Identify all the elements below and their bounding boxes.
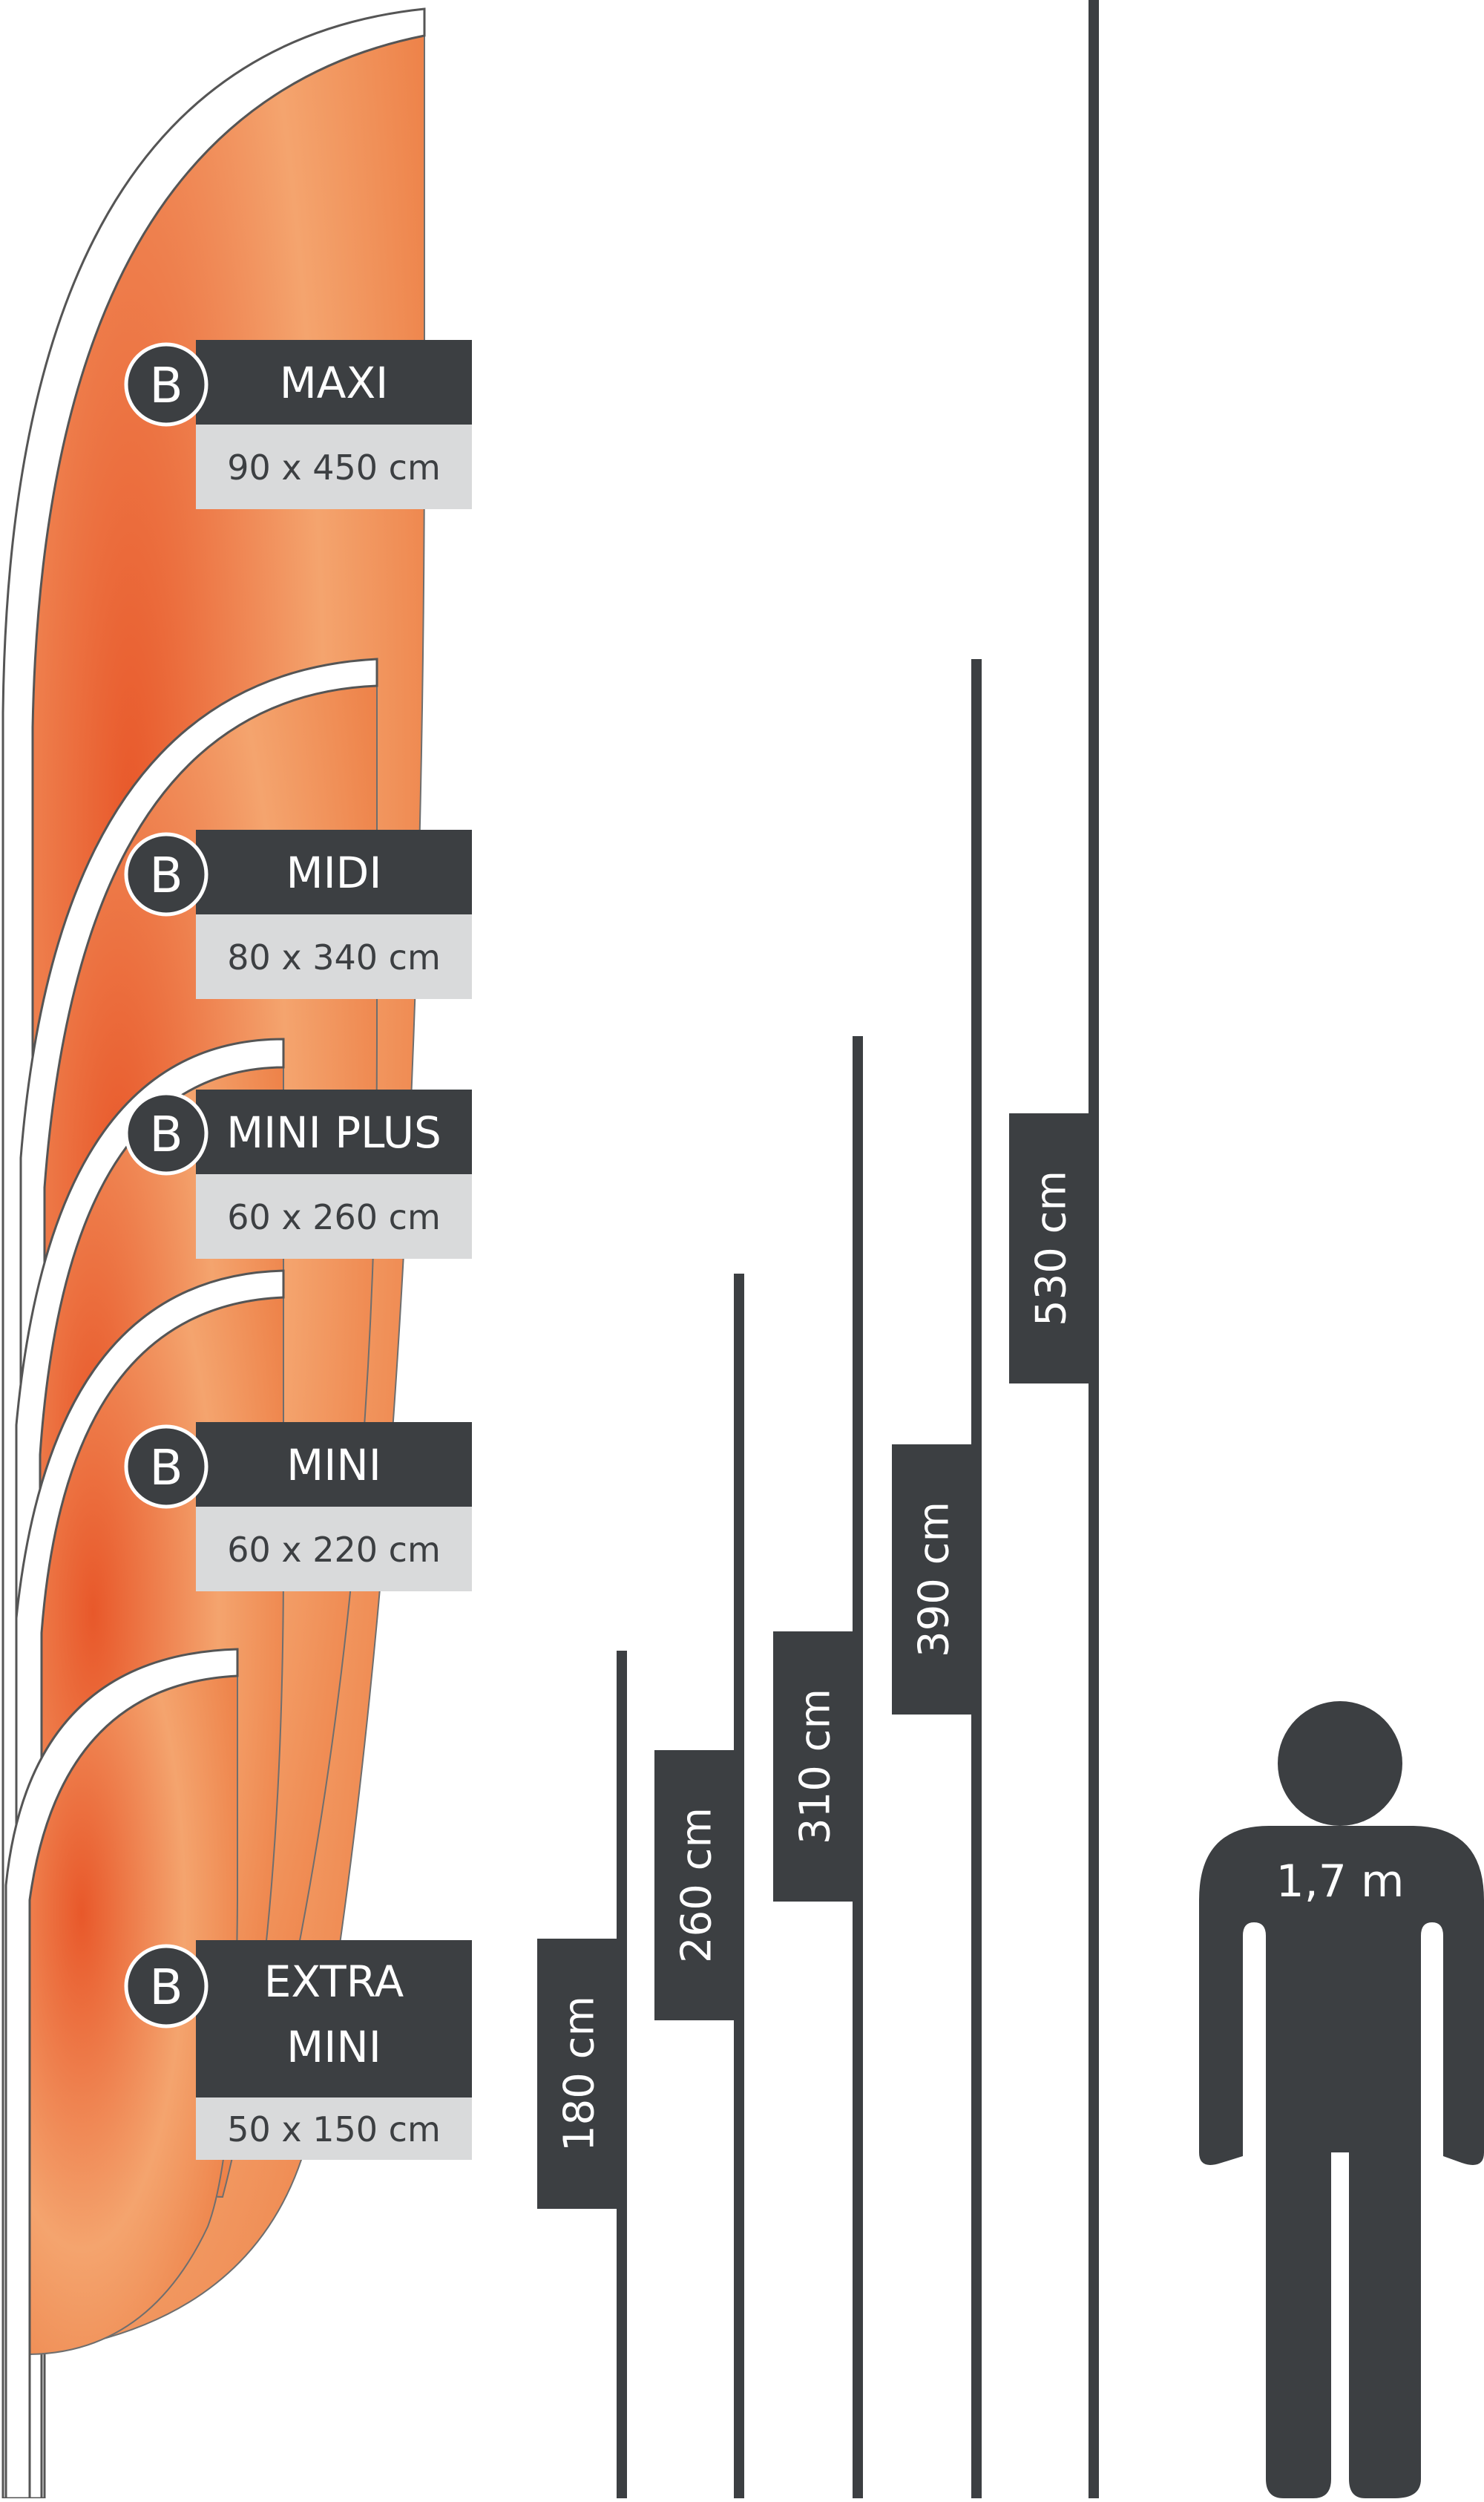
flag-label-maxi: MAXI 90 x 450 cm B	[124, 340, 472, 509]
pole-height-label: 310 cm	[792, 1689, 840, 1844]
pole-height-label: 530 cm	[1028, 1170, 1076, 1326]
flag-name-panel	[196, 1940, 472, 2097]
flag-size-panel	[196, 1174, 472, 1259]
flag-name-text: EXTRA	[264, 1956, 404, 2007]
pole-180: 180 cm	[537, 1651, 627, 2498]
badge-letter: B	[149, 1959, 183, 2016]
flag-name-panel	[196, 1422, 472, 1507]
flag-size-panel	[196, 1507, 472, 1591]
flag-label-mini-plus: MINI PLUS 60 x 260 cm B	[124, 1090, 472, 1259]
person-height-label: 1,7 m	[1276, 1856, 1405, 1907]
flag-label-midi: MIDI 80 x 340 cm B	[124, 830, 472, 999]
flag-size-text: 60 x 220 cm	[227, 1530, 441, 1570]
flag-name-panel	[196, 340, 472, 425]
badge-letter: B	[149, 357, 183, 414]
pole-260: 260 cm	[654, 1274, 744, 2498]
pole-390: 390 cm	[892, 659, 982, 2498]
flag-size-panel	[196, 914, 472, 999]
pole-height-label: 390 cm	[910, 1501, 959, 1657]
pole-310: 310 cm	[773, 1036, 863, 2498]
badge-circle-icon	[124, 1091, 209, 1176]
pole-height-panel	[773, 1631, 858, 1902]
pole-height-panel	[654, 1750, 739, 2020]
pole-height-scale: 180 cm 260 cm 310 cm 390 cm 530 cm	[537, 0, 1099, 2498]
badge-circle-icon	[124, 1944, 209, 2028]
flag-name-text: MIDI	[286, 848, 382, 898]
flag-name-text: MINI PLUS	[226, 1107, 441, 1158]
pole-height-panel	[537, 1939, 622, 2209]
pole-height-label: 180 cm	[556, 1996, 604, 2152]
pole-height-panel	[1009, 1113, 1094, 1383]
flag-name-panel	[196, 830, 472, 914]
flag-name-text: MINI	[286, 1440, 381, 1490]
flag-size-text: 50 x 150 cm	[227, 2109, 441, 2149]
person-silhouette: 1,7 m	[1199, 1701, 1484, 2498]
badge-circle-icon	[124, 832, 209, 917]
badge-letter: B	[149, 1439, 183, 1496]
flag-size-panel	[196, 2097, 472, 2160]
flag-name-panel	[196, 1090, 472, 1174]
badge-circle-icon	[124, 342, 209, 427]
flag-size-text: 60 x 260 cm	[227, 1197, 441, 1237]
flag-size-text: 80 x 340 cm	[227, 937, 441, 977]
flag-extra-mini-shape	[4, 1648, 239, 2500]
flag-label-extra-mini: EXTRA MINI 50 x 150 cm B	[124, 1940, 472, 2160]
pole-height-panel	[892, 1444, 976, 1715]
flag-name-text: MAXI	[280, 358, 389, 408]
flag-size-panel	[196, 425, 472, 509]
flag-size-text: 90 x 450 cm	[227, 448, 441, 488]
pole-height-label: 260 cm	[673, 1807, 721, 1963]
badge-circle-icon	[124, 1424, 209, 1509]
badge-letter: B	[149, 1106, 183, 1163]
badge-letter: B	[149, 847, 183, 904]
pole-530: 530 cm	[1009, 0, 1099, 2498]
flag-label-mini: MINI 60 x 220 cm B	[124, 1422, 472, 1591]
flag-name-text: MINI	[286, 2022, 381, 2072]
